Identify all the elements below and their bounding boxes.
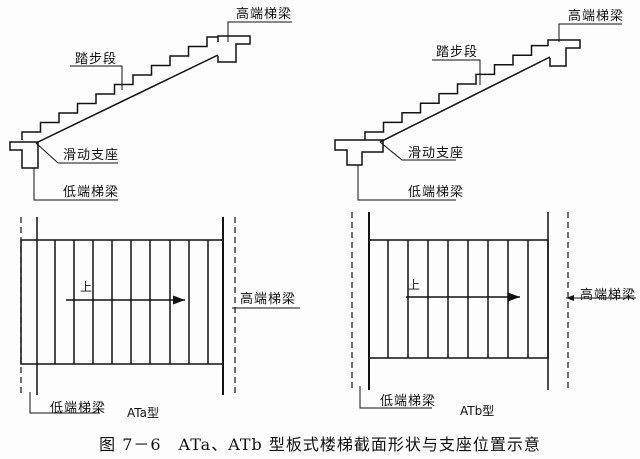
left-low-beam xyxy=(9,141,39,169)
left-leaders xyxy=(33,21,292,201)
right-up-label: 上 xyxy=(408,278,422,292)
right-high-beam xyxy=(547,39,581,67)
left-steps xyxy=(21,36,218,140)
left-plan-high-beam-label: 高端梯梁 xyxy=(240,292,297,307)
left-stair-section xyxy=(9,21,292,201)
right-plan-type-label: ATb型 xyxy=(460,404,495,418)
right-plan xyxy=(351,212,636,409)
right-low-beam xyxy=(334,139,384,166)
left-flight-label: 踏步段 xyxy=(75,52,118,67)
right-sliding-support-label: 滑动支座 xyxy=(408,146,465,161)
left-high-beam-label: 高端梯梁 xyxy=(236,7,293,22)
right-leaders xyxy=(357,23,622,201)
right-steps xyxy=(364,44,548,140)
right-slab-soffit xyxy=(379,56,551,143)
left-sliding-support-label: 滑动支座 xyxy=(63,148,120,163)
right-plan-high-beam-label: 高端梯梁 xyxy=(580,288,637,303)
left-plan-low-beam-label: 低端梯梁 xyxy=(50,401,107,416)
right-high-beam-label: 高端梯梁 xyxy=(568,9,625,24)
left-low-beam-label: 低端梯梁 xyxy=(63,185,120,200)
left-plan-type-label: ATa型 xyxy=(127,406,159,420)
right-plan-low-beam-label: 低端梯梁 xyxy=(380,394,437,409)
left-plan xyxy=(20,217,300,414)
right-low-beam-label: 低端梯梁 xyxy=(408,185,465,200)
figure-caption: 图 7－6 ATa、ATb 型板式楼梯截面形状与支座位置示意 xyxy=(99,435,541,454)
right-flight-label: 踏步段 xyxy=(436,45,479,60)
left-slab-soffit xyxy=(35,54,219,144)
left-up-label: 上 xyxy=(80,280,94,294)
right-stair-section xyxy=(334,23,622,201)
left-high-beam xyxy=(217,35,251,63)
